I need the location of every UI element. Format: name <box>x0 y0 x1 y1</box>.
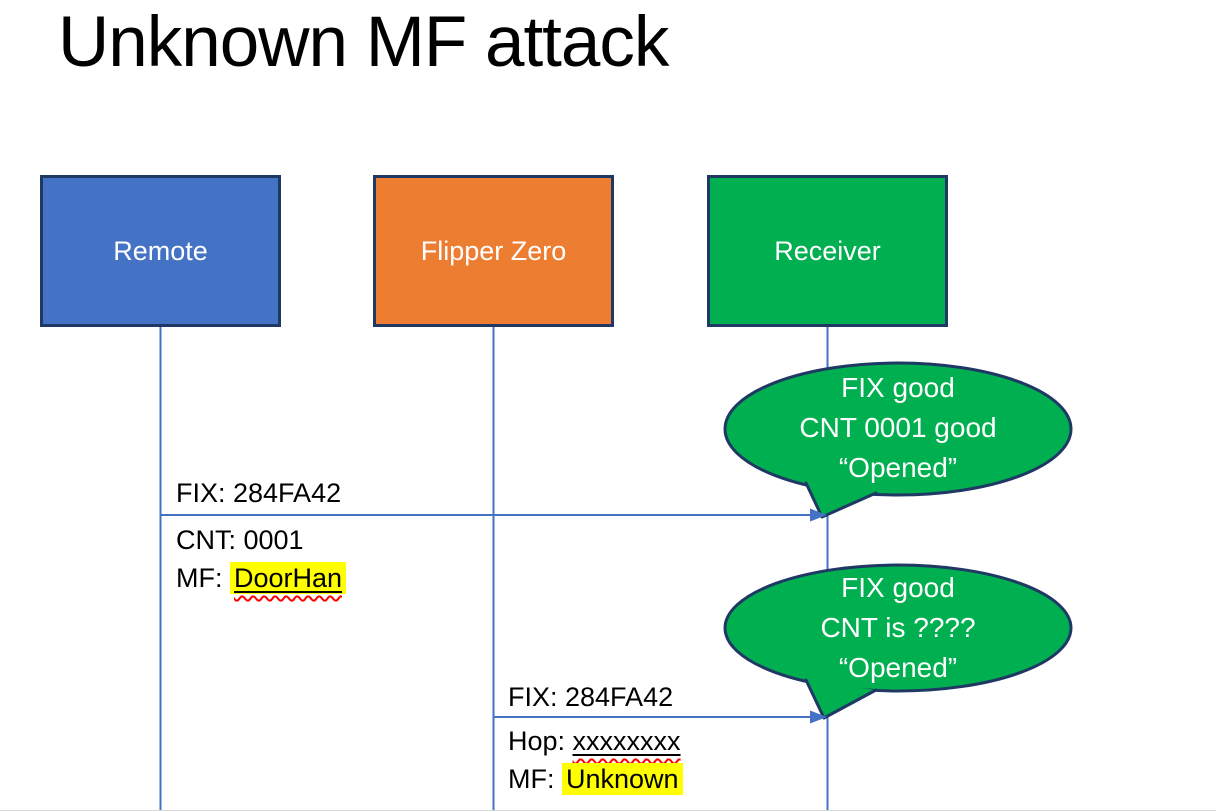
message-1-highlighted-word: DoorHan <box>230 562 347 594</box>
actor-box-remote: Remote <box>40 175 281 327</box>
callout-1-shape <box>723 361 1073 519</box>
message-1-arrowhead-icon <box>810 508 827 522</box>
callout-2-ellipse <box>723 563 1073 693</box>
callout-1-line-3: “Opened” <box>838 452 958 483</box>
actor-box-flipper-zero: Flipper Zero <box>373 175 614 327</box>
message-2-label-above: FIX: 284FA42 <box>508 682 674 712</box>
callout-2-shape <box>723 563 1073 720</box>
callout-2-line-2: CNT is ???? <box>820 612 976 643</box>
callout-2-line-3: “Opened” <box>838 652 958 683</box>
callout-1-tail-outline <box>804 481 878 519</box>
message-2-underlined-word: xxxxxxxx <box>572 726 681 756</box>
callout-1-line-1: FIX good <box>841 372 955 403</box>
message-2-arrowhead-icon <box>810 710 827 724</box>
actor-receiver-label: Receiver <box>774 235 881 266</box>
actor-remote-label: Remote <box>113 235 208 266</box>
callout-1-line-2: CNT 0001 good <box>799 412 997 443</box>
message-1-label-below: CNT: 0001 MF: DoorHan <box>176 521 347 597</box>
message-1-line2: CNT: 0001 <box>176 525 304 555</box>
callout-1-ellipse <box>723 361 1073 497</box>
message-2-line2: Hop: xxxxxxxx <box>508 722 683 760</box>
message-1-line3: MF: DoorHan <box>176 559 347 597</box>
message-2-label-below: Hop: xxxxxxxx MF: Unknown <box>508 722 683 798</box>
message-arrow-flipper-to-receiver <box>493 710 827 724</box>
message-arrow-remote-to-receiver <box>160 508 827 522</box>
slide-title: Unknown MF attack <box>58 3 669 82</box>
message-2-highlighted-word: Unknown <box>562 763 683 795</box>
callout-2-text: FIX good CNT is ???? “Opened” <box>725 568 1071 688</box>
message-2-line3: MF: Unknown <box>508 760 683 798</box>
actor-flipper-zero-label: Flipper Zero <box>420 235 567 266</box>
message-1-line3-prefix: MF: <box>176 563 230 593</box>
callout-1-tail <box>806 483 876 517</box>
callout-2-line-1: FIX good <box>841 572 955 603</box>
actor-box-receiver: Receiver <box>707 175 948 327</box>
message-2-line2-prefix: Hop: <box>508 726 573 756</box>
message-2-line3-prefix: MF: <box>508 764 562 794</box>
message-1-label-above: FIX: 284FA42 <box>176 478 342 508</box>
callout-1-text: FIX good CNT 0001 good “Opened” <box>725 368 1071 488</box>
callout-2-tail <box>806 680 876 718</box>
